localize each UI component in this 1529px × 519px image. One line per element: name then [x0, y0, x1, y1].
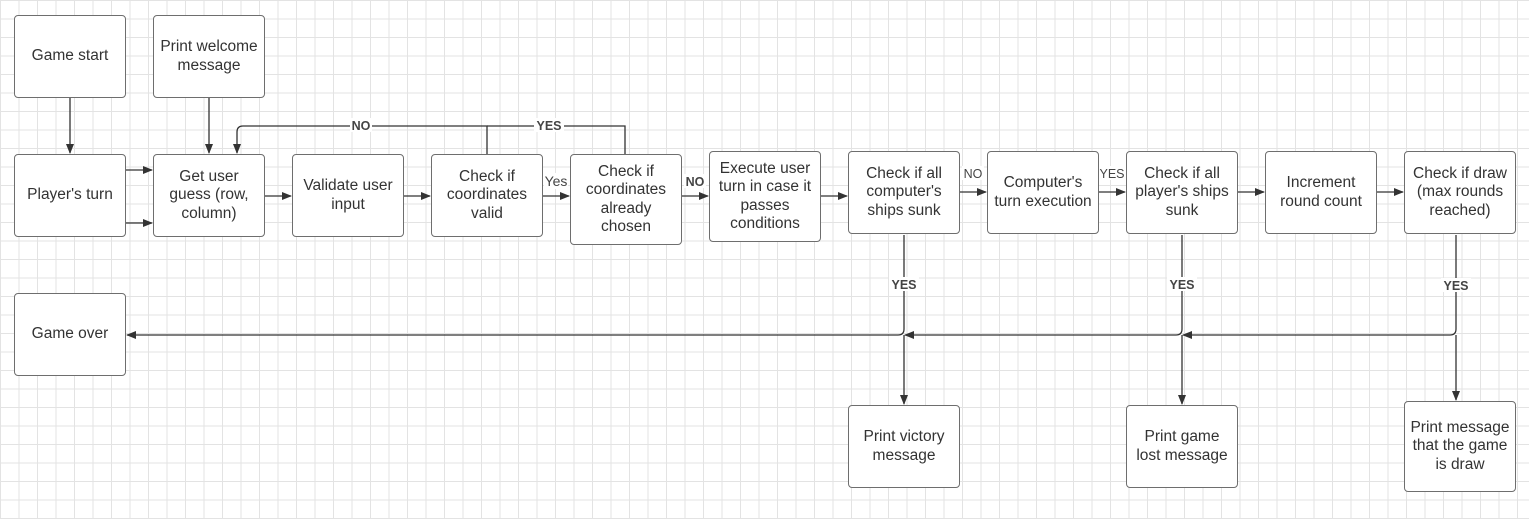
node-execute-user-turn: Execute user turn in case it passes cond…	[709, 151, 821, 242]
edge-label-yes-computer-turn: YES	[1099, 167, 1124, 181]
edge-already-chosen-yes-loop	[487, 125, 626, 154]
node-check-draw: Check if draw (max rounds reached)	[1404, 151, 1516, 234]
edge-label-no-loop: NO	[352, 119, 371, 133]
node-get-user-guess: Get user guess (row, column)	[153, 154, 265, 237]
node-check-coords-valid: Check if coordinates valid	[431, 154, 543, 237]
edge-player-sunk-yes-to-game-over	[904, 235, 1183, 339]
node-game-over: Game over	[14, 293, 126, 376]
node-print-draw: Print message that the game is draw	[1404, 401, 1516, 492]
node-validate-input: Validate user input	[292, 154, 404, 237]
node-print-victory: Print victory message	[848, 405, 960, 488]
node-computer-turn: Computer's turn execution	[987, 151, 1099, 234]
edge-check-valid-no-loop	[233, 125, 488, 154]
edge-label-no-chosen: NO	[686, 175, 705, 189]
edge-label-yes-computer-sunk: YES	[891, 278, 916, 292]
node-check-player-sunk: Check if all player's ships sunk	[1126, 151, 1238, 234]
node-print-welcome: Print welcome message	[153, 15, 265, 98]
edge-label-yes-loop: YES	[536, 119, 561, 133]
edge-label-no-computer-sunk: NO	[964, 167, 983, 181]
node-print-lost: Print game lost message	[1126, 405, 1238, 488]
edge-draw-yes-to-game-over	[1182, 235, 1457, 339]
node-players-turn: Player's turn	[14, 154, 126, 237]
node-increment-round: Increment round count	[1265, 151, 1377, 234]
node-check-already-chosen: Check if coordinates already chosen	[570, 154, 682, 245]
edge-label-yes-player-sunk: YES	[1169, 278, 1194, 292]
edge-label-yes-draw: YES	[1443, 279, 1468, 293]
edge-computer-sunk-yes-to-game-over	[126, 235, 905, 339]
edge-label-yes-valid: Yes	[545, 173, 568, 189]
node-game-start: Game start	[14, 15, 126, 98]
node-check-computer-sunk: Check if all computer's ships sunk	[848, 151, 960, 234]
